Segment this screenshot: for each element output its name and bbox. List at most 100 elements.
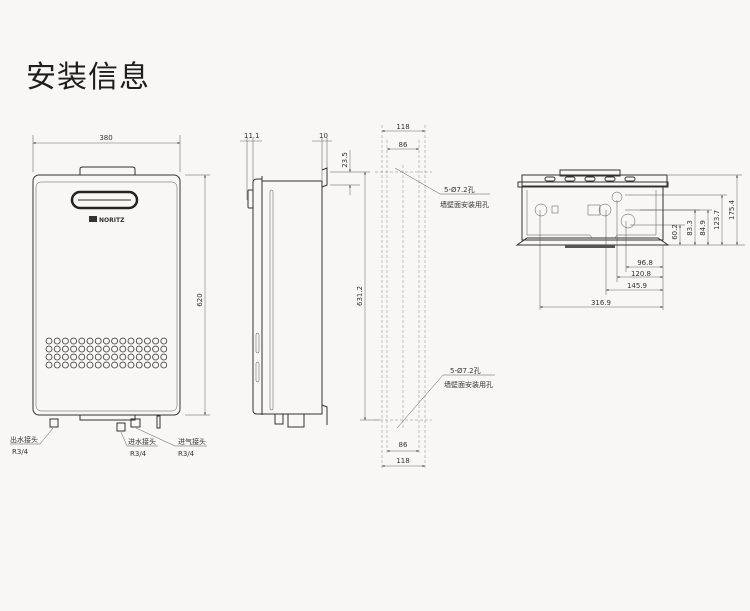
vent-hole [127, 337, 135, 345]
back-offset-dimension: 10 [319, 132, 328, 140]
outlet-spec: R3/4 [12, 448, 29, 456]
vent-hole [70, 345, 77, 353]
vent-hole [135, 353, 143, 361]
front-panel [35, 181, 178, 412]
vent-hole [62, 353, 69, 361]
inlet-label: 进水接头 [128, 437, 156, 446]
dim-316-9: 316.9 [591, 299, 611, 307]
bottom-outer-spacing: 118 [396, 457, 409, 465]
vent-hole [78, 353, 86, 361]
vent-hole [78, 345, 86, 353]
vent-hole [160, 337, 168, 345]
top-hole-spec: 5-Ø7.2孔 [444, 186, 475, 194]
vent-hole [111, 337, 118, 345]
bottom-hole-desc: 墙壁面安装用孔 [444, 380, 493, 389]
vent-hole [103, 353, 110, 361]
dim-84-9: 84.9 [699, 220, 707, 236]
mounting-bracket [79, 166, 136, 175]
vent-hole [86, 361, 94, 369]
brand-logo: NORITZ [99, 217, 125, 224]
vent-hole [135, 361, 143, 369]
top-offset-dimension: 23.5 [341, 152, 349, 168]
page-title: 安装信息 [26, 60, 150, 95]
vent-hole [143, 345, 151, 353]
vent-hole [127, 361, 135, 369]
vent-hole [78, 361, 86, 369]
vent-hole [94, 345, 102, 353]
vent-hole [127, 345, 135, 353]
vent-hole [103, 337, 110, 345]
vent-hole [53, 353, 61, 361]
vent-hole [143, 337, 151, 345]
bottom-inner-spacing: 86 [399, 441, 408, 449]
vent-hole [86, 345, 94, 353]
vent-hole [94, 361, 102, 369]
vent-hole [86, 353, 94, 361]
front-view: 380 NORITZ 620 出水接头 R3/4 进水接头 R3/4 进气接头 … [10, 134, 210, 458]
vent-hole [94, 337, 102, 345]
vent-hole [135, 345, 143, 353]
dim-60-2: 60.2 [671, 224, 679, 240]
vent-hole [45, 361, 53, 369]
width-dimension: 380 [99, 134, 112, 142]
vent-hole [160, 353, 168, 361]
exhaust-vent [70, 190, 139, 210]
hole-spacing-dimension: 631.2 [356, 286, 364, 306]
vent-hole [70, 353, 77, 361]
vent-hole [152, 361, 160, 369]
vent-hole [119, 337, 127, 345]
front-depth-dimension: 11.1 [244, 132, 260, 140]
vent-hole [62, 337, 69, 345]
bottom-view: 60.2 83.3 84.9 123.7 175.4 96.8 120.8 14… [515, 169, 745, 310]
vent-hole [152, 337, 160, 345]
vent-hole [111, 361, 118, 369]
vent-hole [143, 361, 151, 369]
dim-120-8: 120.8 [631, 270, 651, 278]
outlet-label: 出水接头 [10, 435, 38, 444]
top-inner-spacing: 86 [399, 141, 408, 149]
side-view: 11.1 10 23.5 631.2 [240, 132, 380, 428]
height-dimension: 620 [196, 293, 204, 306]
vent-hole [152, 353, 160, 361]
vent-hole [53, 361, 61, 369]
vent-hole [70, 361, 77, 369]
vent-hole [53, 337, 61, 345]
vent-hole [45, 345, 53, 353]
gas-label: 进气接头 [178, 437, 206, 446]
vent-hole [152, 345, 160, 353]
water-outlet-fitting [49, 418, 59, 428]
dim-175-4: 175.4 [728, 199, 736, 220]
dim-145-9: 145.9 [627, 282, 647, 290]
heater-body [32, 174, 181, 416]
vent-hole [135, 337, 143, 345]
vent-hole [111, 345, 118, 353]
logo-icon [89, 216, 97, 222]
gas-spec: R3/4 [178, 450, 195, 458]
top-outer-spacing: 118 [396, 123, 409, 131]
dim-96-8: 96.8 [637, 259, 653, 267]
vent-hole [160, 345, 168, 353]
vent-hole [119, 345, 127, 353]
vent-hole [160, 361, 168, 369]
vent-hole [86, 337, 94, 345]
vent-hole [62, 345, 69, 353]
dim-123-7: 123.7 [713, 210, 721, 230]
inlet-spec: R3/4 [130, 450, 147, 458]
vent-hole [70, 337, 77, 345]
vent-hole [94, 353, 102, 361]
vent-hole [127, 353, 135, 361]
top-hole-desc: 墙壁面安装用孔 [440, 200, 489, 209]
vent-hole [103, 345, 110, 353]
mounting-hole-pattern: 118 86 86 118 5-Ø7.2孔 墙壁面安装用孔 5-Ø7.2孔 墙壁… [375, 123, 495, 470]
dim-83-3: 83.3 [686, 220, 694, 236]
vent-hole [62, 361, 69, 369]
vent-hole [78, 337, 86, 345]
water-inlet-fitting [116, 422, 126, 432]
vent-hole [119, 361, 127, 369]
bottom-hole-spec: 5-Ø7.2孔 [450, 367, 481, 375]
vent-hole [53, 345, 61, 353]
vent-hole [143, 353, 151, 361]
vent-hole [111, 353, 118, 361]
vent-hole [45, 337, 53, 345]
